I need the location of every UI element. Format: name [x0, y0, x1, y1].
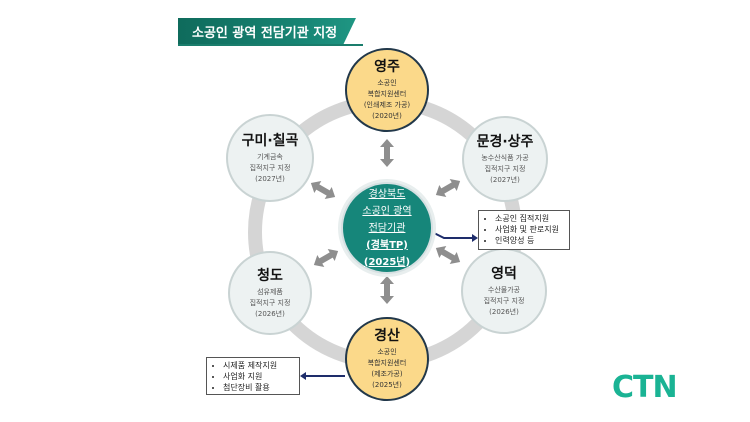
- node-mungyeong-line: (2027년): [490, 175, 520, 184]
- node-yeongju-name: 영주: [374, 59, 400, 75]
- arrow-down: [380, 276, 394, 304]
- node-gumi-name: 구미·칠곡: [241, 132, 299, 149]
- node-gyeongsan-line: (제조가공): [371, 370, 403, 378]
- node-gyeongsan-line: 복합지원센터: [367, 359, 407, 367]
- node-yeongdeok: 영덕 수산물가공 집적지구 지정 (2026년): [461, 248, 547, 334]
- node-yeongju-line: (인쇄제조 가공): [363, 101, 411, 109]
- connector-left-head: [300, 372, 306, 380]
- title-underline: [178, 44, 363, 46]
- ctn-logo: CTN: [612, 370, 678, 405]
- center-line-1: 경상북도: [368, 188, 406, 200]
- node-yeongju-line: 복합지원센터: [367, 90, 407, 98]
- node-gyeongsan: 경산 소공인 복합지원센터 (제조가공) (2025년): [345, 317, 429, 401]
- connector-right-head: [472, 234, 478, 242]
- node-gyeongsan-line: 소공인: [377, 348, 397, 356]
- title-banner: 소공인 광역 전담기관 지정: [178, 18, 356, 44]
- node-gumi-line: 집적지구 지정: [249, 163, 291, 172]
- callout-left-item: 첨단장비 활용: [223, 382, 293, 393]
- callout-left-item: 사업화 지원: [223, 371, 293, 382]
- callout-left-item: 시제품 제작지원: [223, 360, 293, 371]
- node-cheongdo-line: 섬유제품: [257, 287, 283, 296]
- node-yeongdeok-line: 수산물가공: [487, 285, 521, 294]
- node-gumi-chilgok: 구미·칠곡 기계금속 집적지구 지정 (2027년): [226, 114, 314, 202]
- callout-right-item: 소공인 집적지원: [495, 213, 563, 224]
- node-cheongdo-line: (2026년): [255, 309, 285, 318]
- page-title: 소공인 광역 전담기관 지정: [192, 25, 338, 41]
- center-line-4: (경북TP): [366, 239, 408, 251]
- arrow-lower-right: [435, 245, 461, 265]
- node-mungyeong-sangju: 문경·상주 농수산식품 가공 집적지구 지정 (2027년): [462, 116, 548, 202]
- center-node: 경상북도 소공인 광역 전담기관 (경북TP) (2025년): [341, 182, 433, 274]
- node-cheongdo-name: 청도: [257, 267, 283, 284]
- callout-right: 소공인 집적지원 사업화 및 판로지원 인력양성 등: [478, 210, 570, 250]
- callout-left: 시제품 제작지원 사업화 지원 첨단장비 활용: [206, 357, 300, 395]
- node-mungyeong-line: 농수산식품 가공: [481, 153, 529, 162]
- node-gumi-line: 기계금속: [257, 152, 283, 161]
- node-yeongju-line: 소공인: [377, 79, 397, 87]
- center-line-3: 전담기관: [368, 222, 406, 234]
- node-yeongdeok-line: 집적지구 지정: [483, 296, 525, 305]
- arrow-upper-left: [310, 180, 336, 200]
- arrows: [310, 139, 461, 304]
- arrow-upper-right: [435, 178, 461, 198]
- connector-right: [431, 231, 472, 239]
- center-line-5: (2025년): [363, 256, 411, 268]
- node-yeongju-line: (2020년): [372, 112, 402, 120]
- callout-right-item: 인력양성 등: [495, 235, 563, 246]
- node-mungyeong-line: 집적지구 지정: [484, 164, 526, 173]
- node-gyeongsan-name: 경산: [374, 328, 400, 344]
- arrow-up: [380, 139, 394, 167]
- arrow-lower-left: [313, 248, 339, 268]
- node-gumi-line: (2027년): [255, 174, 285, 183]
- node-yeongdeok-line: (2026년): [489, 307, 519, 316]
- node-cheongdo: 청도 섬유제품 집적지구 지정 (2026년): [228, 251, 312, 335]
- node-yeongju: 영주 소공인 복합지원센터 (인쇄제조 가공) (2020년): [345, 48, 429, 132]
- ctn-logo-text: CTN: [612, 370, 678, 405]
- node-yeongdeok-name: 영덕: [491, 265, 517, 282]
- callout-right-item: 사업화 및 판로지원: [495, 224, 563, 235]
- node-cheongdo-line: 집적지구 지정: [249, 298, 291, 307]
- center-line-2: 소공인 광역: [362, 205, 412, 217]
- node-mungyeong-name: 문경·상주: [476, 133, 534, 150]
- node-gyeongsan-line: (2025년): [372, 381, 402, 389]
